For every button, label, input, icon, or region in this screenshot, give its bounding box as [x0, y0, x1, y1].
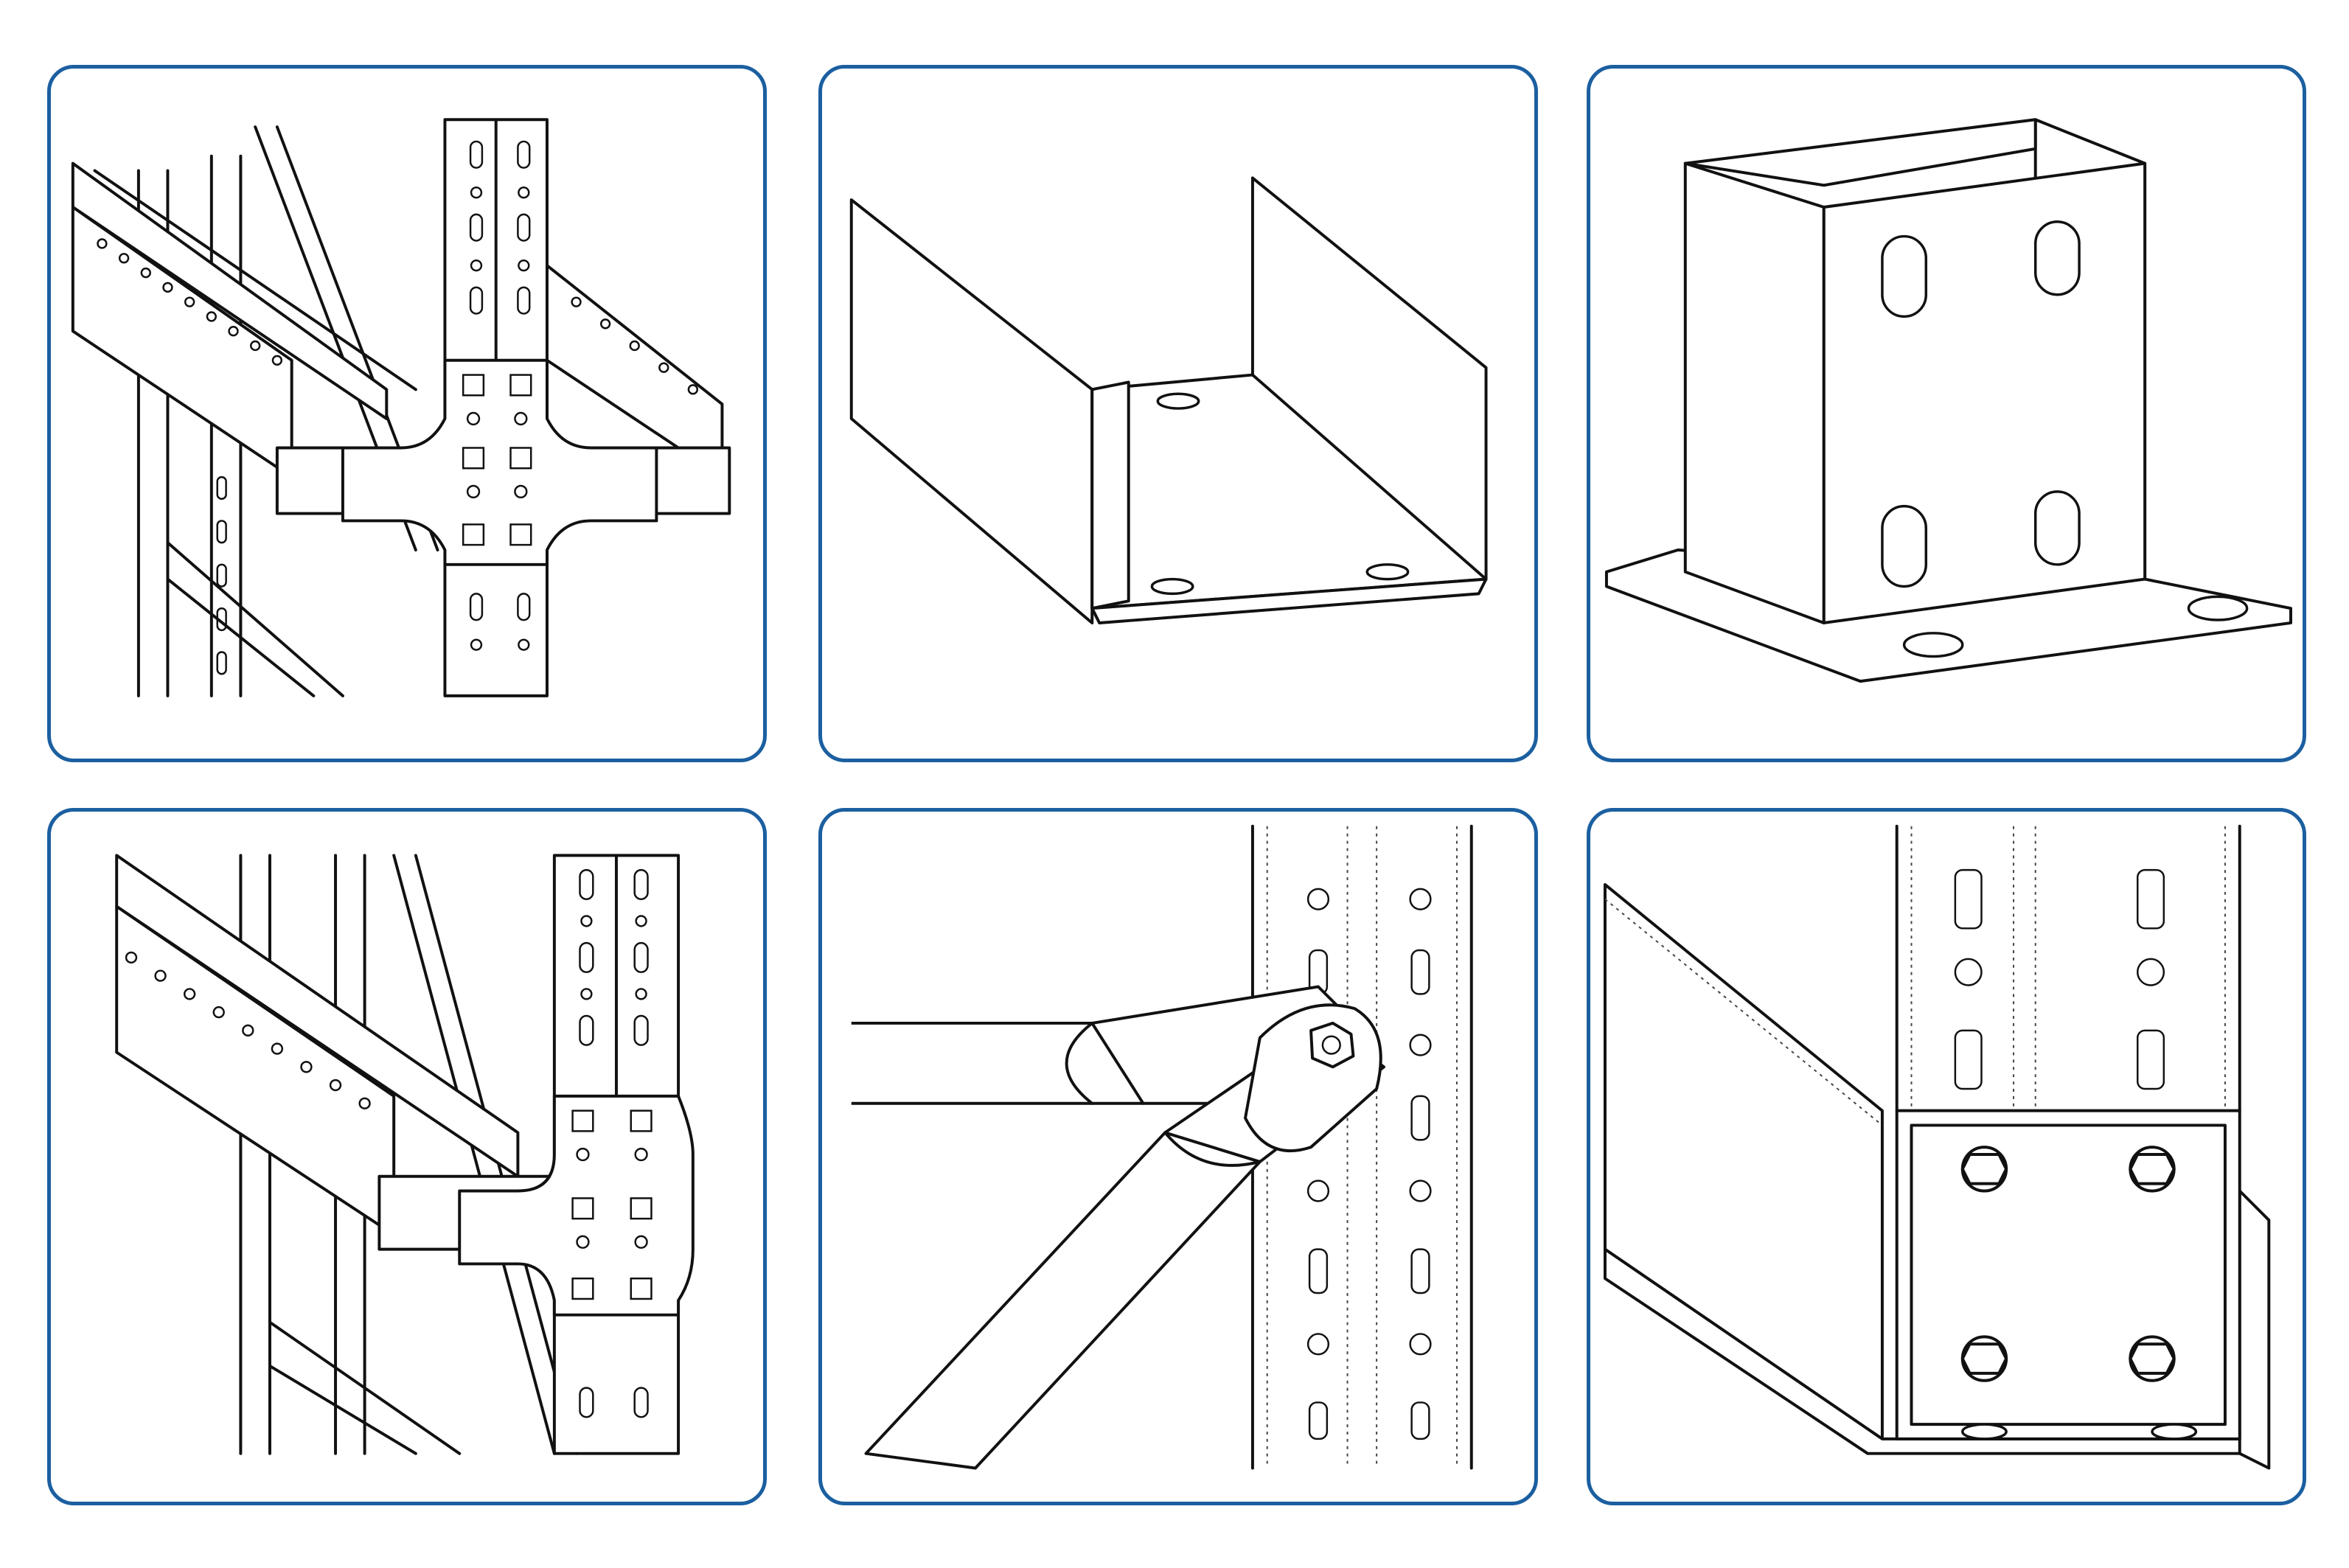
panel-beam-connector-2: [47, 808, 767, 1505]
panel-base-bolted: [1587, 808, 2306, 1505]
panel-beam-connector-1: [47, 65, 767, 762]
base-bolted-illustration: [1603, 824, 2271, 1470]
base-plate-illustration: [1604, 118, 2292, 683]
panel-u-channel: [818, 65, 1538, 762]
panel-bracing-joint: [818, 808, 1538, 1505]
bracing-joint-illustration: [851, 824, 1473, 1470]
panel-base-plate: [1587, 65, 2306, 762]
beam-connector-illustration: [71, 118, 731, 697]
beam-connector-illustration-2: [115, 854, 695, 1455]
u-channel-illustration: [849, 176, 1488, 624]
